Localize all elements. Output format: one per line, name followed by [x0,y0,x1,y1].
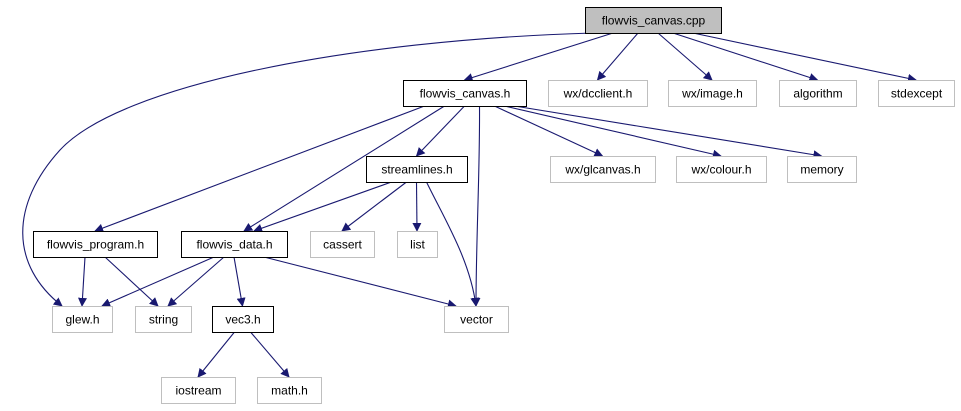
node-cassert: cassert [310,231,375,258]
edge-flowvis-data-h-to-vector [263,256,457,309]
node-label: wx/colour.h [690,163,751,177]
node-box [397,231,438,258]
edge-flowvis-canvas-cpp-to-wx-dcclient-h [596,32,639,81]
node-math-h: math.h [257,377,322,404]
edge-streamlines-h-to-vector [426,181,480,307]
node-label: algorithm [793,87,842,101]
node-label: flowvis_canvas.cpp [602,14,706,28]
nodes-layer: flowvis_canvas.cpp flowvis_canvas.h wx/dcc… [33,7,955,404]
edge-flowvis-program-h-to-glew-h [78,256,87,307]
edge-flowvis-canvas-h-to-wx-colour-h [504,105,722,159]
edge-flowvis-canvas-cpp-to-stdexcept [692,32,917,83]
node-box [135,306,192,333]
node-vec3-h[interactable]: vec3.h [212,306,274,333]
node-label: vec3.h [225,313,260,327]
node-box [444,306,509,333]
node-box [548,80,648,107]
edge-flowvis-canvas-cpp-to-glew-h [22,32,594,307]
node-label: math.h [271,384,308,398]
node-glew-h: glew.h [52,306,113,333]
node-list: list [397,231,438,258]
node-label: vector [460,313,493,327]
node-box [33,231,158,258]
node-label: iostream [175,384,221,398]
node-wx-colour-h: wx/colour.h [676,156,767,183]
edge-vec3-h-to-iostream [197,331,235,378]
node-label: wx/glcanvas.h [564,163,640,177]
edge-flowvis-canvas-cpp-to-flowvis-canvas-h [463,32,614,82]
node-label: cassert [323,238,362,252]
edge-flowvis-canvas-h-to-vector [471,105,481,307]
node-streamlines-h[interactable]: streamlines.h [366,156,468,183]
node-box [676,156,767,183]
node-box [403,80,527,107]
edge-flowvis-canvas-h-to-flowvis-data-h [243,105,445,232]
node-box [366,156,468,183]
node-box [161,377,236,404]
edge-flowvis-canvas-cpp-to-algorithm [672,32,819,82]
node-label: flowvis_program.h [47,238,144,252]
node-label: wx/image.h [681,87,743,101]
edge-flowvis-canvas-h-to-wx-glcanvas-h [494,105,604,157]
edge-flowvis-canvas-h-to-flowvis-program-h [94,105,425,233]
node-label: memory [800,163,843,177]
node-wx-glcanvas-h: wx/glcanvas.h [550,156,656,183]
node-flowvis-program-h[interactable]: flowvis_program.h [33,231,158,258]
edges-layer [22,32,917,378]
node-label: streamlines.h [381,163,452,177]
node-box [550,156,656,183]
node-label: wx/dcclient.h [563,87,633,101]
node-box [212,306,274,333]
edge-streamlines-h-to-flowvis-data-h [253,181,392,233]
node-label: flowvis_data.h [196,238,272,252]
node-wx-image-h: wx/image.h [668,80,757,107]
edge-flowvis-canvas-cpp-to-wx-image-h [657,32,713,81]
node-label: list [410,238,425,252]
edge-flowvis-canvas-h-to-memory [514,105,823,160]
node-algorithm: algorithm [779,80,857,107]
node-box [585,7,722,34]
node-box [668,80,757,107]
edge-flowvis-data-h-to-string [167,256,225,307]
node-label: stdexcept [891,87,943,101]
node-flowvis-data-h[interactable]: flowvis_data.h [181,231,288,258]
node-label: glew.h [65,313,99,327]
node-flowvis-canvas-h[interactable]: flowvis_canvas.h [403,80,527,107]
node-box [52,306,113,333]
node-vector: vector [444,306,509,333]
node-iostream: iostream [161,377,236,404]
node-wx-dcclient-h: wx/dcclient.h [548,80,648,107]
node-label: string [149,313,178,327]
node-box [181,231,288,258]
node-string: string [135,306,192,333]
node-label: flowvis_canvas.h [420,87,511,101]
edge-flowvis-data-h-to-glew-h [101,256,215,307]
node-box [257,377,322,404]
edge-streamlines-h-to-cassert [341,181,407,232]
node-box [878,80,955,107]
node-box [787,156,857,183]
edge-flowvis-data-h-to-vec3-h [233,256,246,307]
node-box [779,80,857,107]
node-memory: memory [787,156,857,183]
edge-vec3-h-to-math-h [250,331,290,378]
node-flowvis-canvas-cpp[interactable]: flowvis_canvas.cpp [585,7,722,34]
node-stdexcept: stdexcept [878,80,955,107]
edge-flowvis-program-h-to-string [104,256,159,307]
edge-streamlines-h-to-list [412,181,422,232]
node-box [310,231,375,258]
edge-flowvis-canvas-h-to-streamlines-h [415,105,465,157]
